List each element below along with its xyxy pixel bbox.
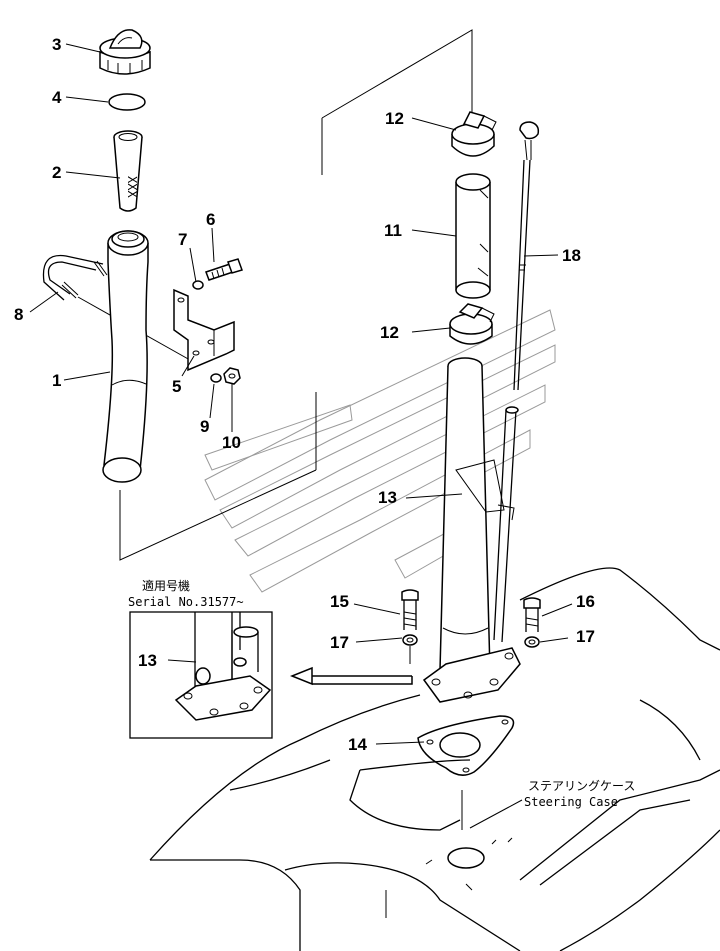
pipe-assembly: [422, 357, 521, 703]
inset-title: 適用号機: [142, 578, 190, 593]
leader-lines: [29, 43, 573, 745]
bolt-16: [523, 597, 541, 648]
callout-9: 9: [200, 417, 209, 436]
callout-13-inset: 13: [138, 651, 157, 670]
callout-11: 11: [384, 221, 402, 240]
filler-tube: [102, 230, 149, 483]
steering-case-leader: [469, 799, 523, 829]
callout-12-upper: 12: [385, 109, 404, 128]
callout-14: 14: [348, 735, 367, 754]
inset-panel: 適用号機 Serial No.31577~: [128, 578, 273, 739]
callout-1: 1: [52, 371, 61, 390]
bolt-15: [401, 589, 419, 664]
steering-case-label-en: Steering Case: [524, 795, 618, 809]
watermark-logo: [204, 309, 556, 593]
callout-2: 2: [52, 163, 61, 182]
detail-arrow: [289, 666, 413, 686]
callout-12-lower: 12: [380, 323, 399, 342]
hose: [455, 173, 491, 299]
dipstick: [513, 121, 540, 391]
callout-4: 4: [52, 88, 62, 107]
gasket: [108, 93, 146, 111]
u-bolt: [42, 254, 108, 301]
callout-7: 7: [178, 230, 187, 249]
callout-15: 15: [330, 592, 349, 611]
steering-case: [149, 567, 720, 951]
callout-10: 10: [222, 433, 241, 452]
callout-13: 13: [378, 488, 397, 507]
bracket: [173, 288, 235, 372]
hose-clamp-upper: [451, 111, 497, 157]
strainer: XXX: [113, 130, 143, 212]
callout-17-left: 17: [330, 633, 349, 652]
callout-16: 16: [576, 592, 595, 611]
hose-clamp-lower: [449, 303, 495, 345]
callout-6: 6: [206, 210, 215, 229]
inset-serial: Serial No.31577~: [128, 595, 244, 609]
bolt-and-washer: [192, 258, 243, 290]
steering-case-label-jp: ステアリングケース: [528, 779, 635, 793]
callout-labels: 3 4 2 6 7 8 1 5 9 10 12 11 18 12 13 15 1…: [14, 35, 595, 754]
gasket-plate: [417, 715, 515, 776]
callout-5: 5: [172, 377, 181, 396]
washer-and-nut: [210, 367, 241, 385]
callout-8: 8: [14, 305, 23, 324]
callout-3: 3: [52, 35, 61, 54]
callout-18: 18: [562, 246, 581, 265]
filler-cap: [99, 29, 151, 75]
strainer-mark: XXX: [125, 176, 139, 198]
callout-17-right: 17: [576, 627, 595, 646]
